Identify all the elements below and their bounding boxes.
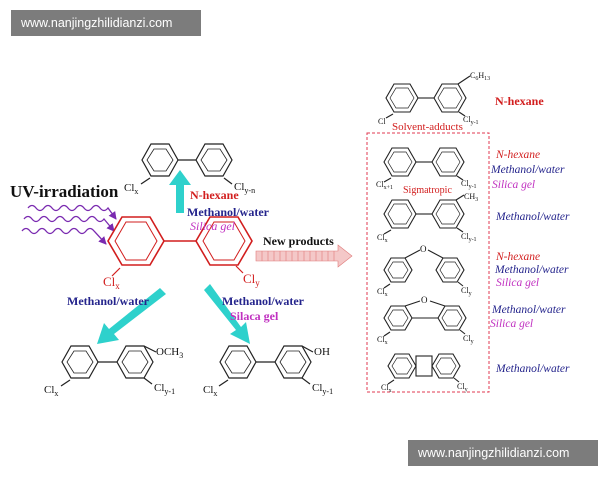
p5-cl-y: Cly	[457, 382, 468, 393]
sigmatropic-label: Sigmatropic	[403, 185, 452, 196]
uv-wave-1	[27, 204, 117, 220]
uv-wave-3	[21, 227, 107, 245]
p1-silica: Silica gel	[492, 179, 535, 191]
product-methyl	[383, 194, 465, 235]
p3-oxygen: O	[420, 244, 427, 254]
p1-methanol: Methanol/water	[490, 164, 565, 176]
adduct-group: C6H13	[470, 71, 490, 82]
left-methanol-label: Methanol/water	[67, 294, 150, 308]
central-ring-left	[107, 216, 165, 266]
p4-silica: Silica gel	[490, 318, 533, 330]
solvent-adducts-label: Solvent-adducts	[392, 121, 463, 133]
p2-methanol: Methanol/water	[495, 211, 570, 223]
top-product	[140, 143, 233, 185]
up-methanol-label: Methanol/water	[187, 205, 270, 219]
p4-cl-x: Clx	[377, 335, 388, 346]
arrow-down-left	[97, 288, 166, 344]
p3-cl-y: Cly	[461, 286, 472, 297]
arrow-down-right	[204, 284, 250, 344]
up-silica-label: Silica gel	[190, 219, 236, 233]
product-dibenzofuran	[383, 300, 467, 337]
sig-cl-x: Clx+1	[376, 180, 393, 191]
central-pcb	[107, 216, 253, 266]
p4-methanol: Methanol/water	[491, 304, 566, 316]
central-cl-y: Cly	[243, 271, 260, 288]
product-diphenyl-ether	[383, 249, 465, 289]
central-ring-right	[195, 216, 253, 266]
p2-cl-y: Cly-1	[461, 232, 477, 243]
uv-wavy-arrows	[21, 204, 117, 245]
solvent-adduct-structure	[385, 75, 471, 119]
p2-cl-x: Clx	[377, 233, 388, 244]
right-methanol-label: Methanol/water	[222, 294, 305, 308]
right-silica-label: Silaca gel	[230, 309, 279, 323]
p3-cl-x: Clx	[377, 287, 388, 298]
adduct-cl-y: Cly-1	[463, 115, 479, 126]
products-box	[366, 132, 490, 393]
p1-hexane: N-hexane	[495, 149, 540, 161]
adduct-solvent-label: N-hexane	[495, 94, 544, 108]
p2-methyl: CH3	[464, 192, 478, 203]
methoxy-group: OCH3	[156, 346, 183, 360]
uv-wave-2	[23, 215, 115, 232]
up-hexane-label: N-hexane	[190, 188, 239, 202]
arrow-up	[169, 170, 191, 213]
p5-methanol: Methanol/water	[495, 363, 570, 375]
p3-hexane: N-hexane	[495, 251, 540, 263]
hydroxy-cl-y: Cly-1	[312, 382, 333, 396]
product-sigmatropic	[383, 147, 465, 183]
hydroxy-product	[218, 345, 314, 387]
p5-cl-x: Clx	[381, 383, 392, 394]
p3-silica: Silica gel	[496, 277, 539, 289]
top-cl-y: Cly-n	[234, 181, 255, 195]
methoxy-cl-x: Clx	[44, 384, 58, 398]
hydroxy-cl-x: Clx	[203, 384, 217, 398]
p4-oxygen: O	[421, 295, 428, 305]
watermark-top: www.nanjingzhilidianzi.com	[11, 10, 201, 36]
p3-methanol: Methanol/water	[494, 264, 569, 276]
new-products-label: New products	[263, 234, 334, 248]
p4-cl-y: Cly	[463, 334, 474, 345]
new-products-arrow	[255, 244, 353, 268]
product-biphenylene	[387, 353, 461, 385]
teal-arrows	[97, 170, 250, 344]
hydroxy-group: OH	[314, 346, 330, 358]
sig-cl-y: Cly-1	[461, 179, 477, 190]
top-cl-x: Clx	[124, 182, 138, 196]
adduct-cl: Cl	[378, 117, 386, 126]
methoxy-cl-y: Cly-1	[154, 382, 175, 396]
uv-irradiation-label: UV-irradiation	[10, 182, 119, 201]
central-cl-x: Clx	[103, 274, 120, 291]
methoxy-product	[60, 345, 157, 387]
watermark-bottom: www.nanjingzhilidianzi.com	[408, 440, 598, 466]
